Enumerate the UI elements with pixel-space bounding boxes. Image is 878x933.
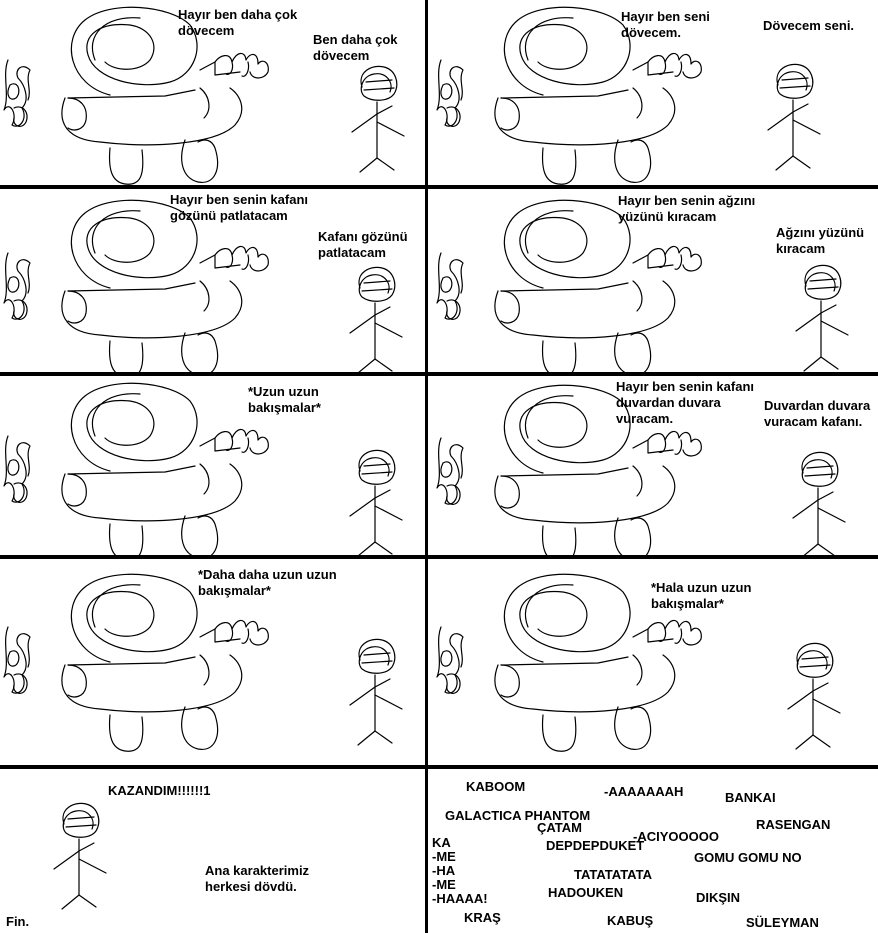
comic-panel-6: Hayır ben senin kafanı duvardan duvara v… (428, 376, 878, 555)
sfx-text: KABUŞ (607, 913, 654, 928)
creature-speech: Hayır ben daha çok dövecem (178, 7, 298, 38)
column-divider (425, 0, 428, 933)
sfx-text: BANKAI (725, 790, 776, 805)
creature-speech: *Daha daha uzun uzun bakışmalar* (198, 567, 337, 598)
creature-speech: Hayır ben seni dövecem. (621, 9, 710, 40)
winner-shout: KAZANDIM!!!!!!1 (108, 783, 211, 798)
person-speech: Dövecem seni. (763, 18, 855, 33)
sfx-text: HADOUKEN (548, 885, 624, 900)
sfx-text: -AAAAAAAH (604, 784, 684, 799)
comic-panel-final: KAZANDIM!!!!!!1 Ana karakterimiz herkesi… (0, 769, 425, 933)
sfx-text: KA -ME -HA -ME -HAAAA! (432, 835, 488, 906)
creature-speech: *Hala uzun uzun bakışmalar* (651, 580, 752, 611)
row-divider (0, 185, 878, 189)
comic-panel-8: *Hala uzun uzun bakışmalar* (428, 559, 878, 765)
sfx-text: ÇATAM (537, 820, 583, 835)
creature-speech: Hayır ben senin ağzını yüzünü kıracam (618, 193, 756, 224)
comic-panel-4: Hayır ben senin ağzını yüzünü kıracam Ağ… (428, 189, 878, 372)
comic-panel-7: *Daha daha uzun uzun bakışmalar* (0, 559, 425, 765)
row-divider (0, 765, 878, 769)
creature-speech: Hayır ben senin kafanı duvardan duvara v… (616, 379, 754, 426)
comic-panel-1: Hayır ben daha çok dövecem Ben daha çok … (0, 0, 425, 185)
person-speech: Kafanı gözünü patlatacam (318, 229, 408, 260)
comic-panel-3: Hayır ben senin kafanı gözünü patlatacam… (0, 189, 425, 372)
row-divider (0, 372, 878, 376)
sfx-text: DIKŞIN (696, 890, 741, 905)
sfx-text: KRAŞ (464, 910, 501, 925)
sfx-text: TATATATATA (574, 867, 652, 882)
creature-speech: *Uzun uzun bakışmalar* (248, 384, 321, 415)
sfx-text: RASENGAN (756, 817, 831, 832)
sfx-text: SÜLEYMAN (746, 915, 819, 930)
sfx-text: KABOOM (466, 779, 526, 794)
sfx-text: GOMU GOMU NO (694, 850, 802, 865)
sound-effects-panel: KABOOM -AAAAAAAH BANKAI GALACTICA PHANTO… (428, 769, 878, 933)
narration: Ana karakterimiz herkesi dövdü. (205, 863, 310, 894)
sfx-text: -ACIYOOOOO (633, 829, 719, 844)
person-speech: Ben daha çok dövecem (313, 32, 398, 63)
stickman-drawing (349, 449, 403, 555)
comic-panel-5: *Uzun uzun bakışmalar* (0, 376, 425, 555)
person-speech: Duvardan duvara vuracam kafanı. (764, 398, 871, 429)
fin-label: Fin. (6, 914, 30, 929)
stickman-drawing (53, 802, 107, 910)
comic-panel-2: Hayır ben seni dövecem. Dövecem seni. (428, 0, 878, 185)
sfx-text: GALACTICA PHANTOM (445, 808, 591, 823)
row-divider (0, 555, 878, 559)
person-speech: Ağzını yüzünü kıracam (776, 225, 865, 256)
creature-speech: Hayır ben senin kafanı gözünü patlatacam (170, 192, 308, 223)
sfx-text: DEPDEPDUKET (546, 838, 645, 853)
